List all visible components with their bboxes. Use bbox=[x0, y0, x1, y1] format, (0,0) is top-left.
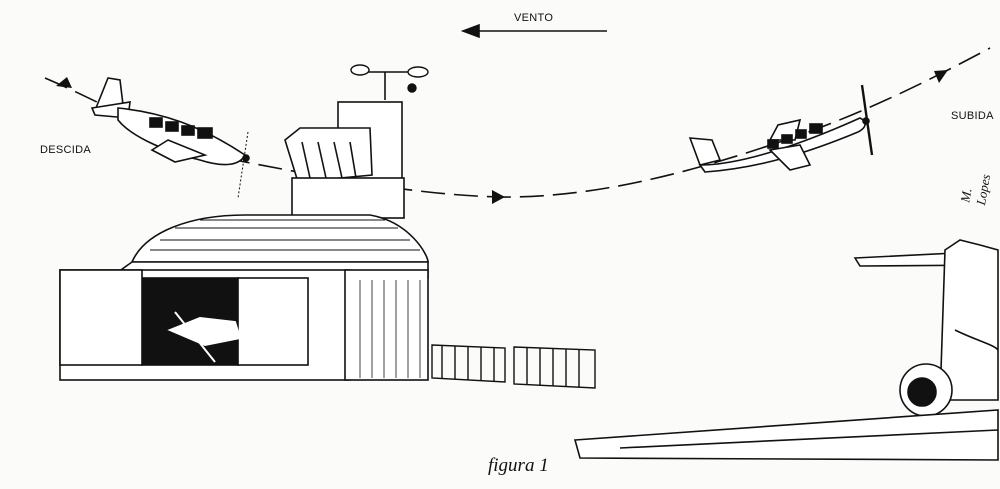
figure-caption: figura 1 bbox=[488, 455, 549, 476]
wind-label: VENTO bbox=[514, 12, 554, 24]
hangar-interior-airplane bbox=[167, 311, 242, 363]
wind-arrow-icon bbox=[460, 23, 607, 39]
hangar-wall-lines bbox=[359, 280, 421, 378]
climbing-airplane bbox=[688, 84, 874, 173]
barriers bbox=[431, 344, 596, 389]
path-arrows bbox=[56, 70, 948, 204]
hangar-roof-ribs bbox=[150, 219, 420, 251]
descending-airplane bbox=[90, 77, 250, 199]
wind-vane-icon bbox=[350, 64, 429, 93]
jet-airliner bbox=[573, 239, 999, 461]
descent-label: DESCIDA bbox=[40, 144, 91, 156]
control-tower bbox=[284, 72, 405, 219]
climb-label: SUBIDA bbox=[951, 110, 994, 122]
